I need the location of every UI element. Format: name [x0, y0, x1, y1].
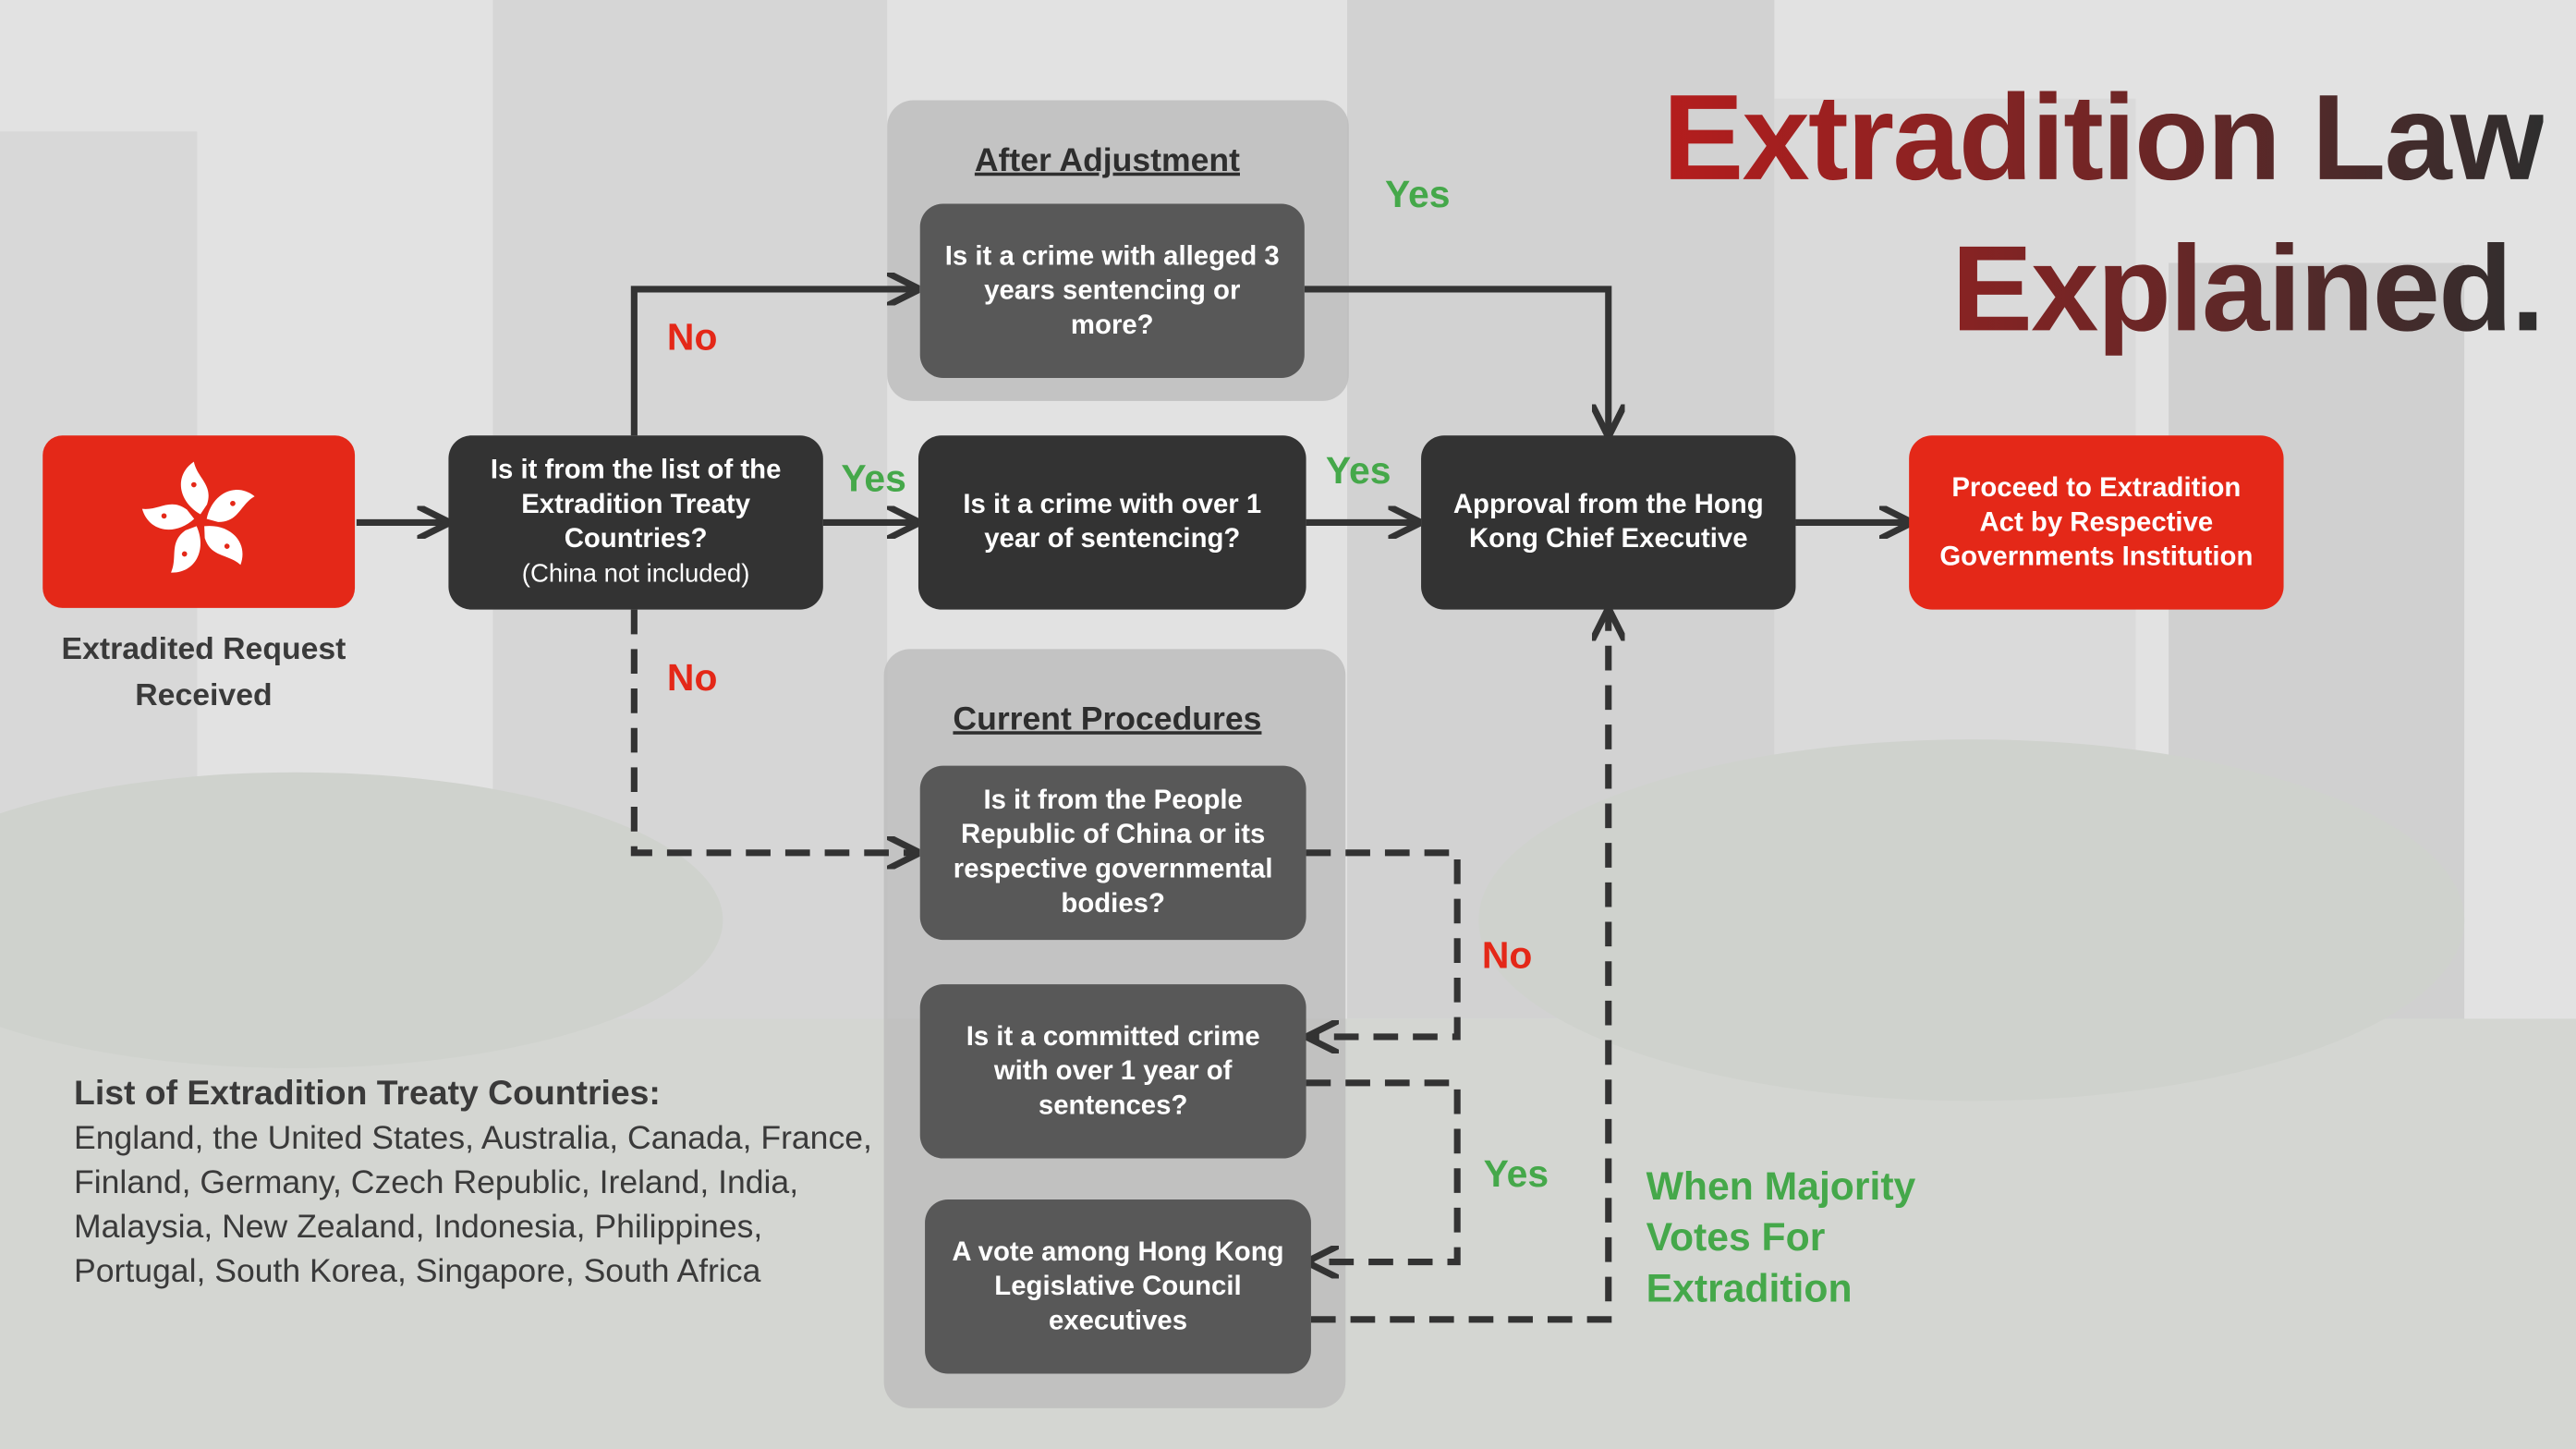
arrow-treaty-to-alleged [630, 289, 913, 436]
page-title: Extradition Law Explained. [1663, 63, 2546, 365]
arrow-vote-to-approval [1310, 615, 1609, 1323]
arrow-alleged-to-approval [1304, 286, 1609, 431]
label-no-prc: No [1481, 932, 1533, 977]
label-yes-approval: Yes [1325, 448, 1391, 492]
prc-question-box: Is it from the People Republic of China … [919, 765, 1306, 941]
label-yes-treaty: Yes [841, 457, 906, 500]
hong-kong-flag [43, 435, 356, 608]
label-no-top: No [666, 315, 718, 359]
treaty-question-note: (China not included) [521, 560, 750, 589]
start-caption: Extradited Request Received [61, 632, 346, 713]
over-year-question-box: Is it a crime with over 1 year of senten… [917, 435, 1306, 610]
label-yes-top: Yes [1384, 172, 1451, 215]
page-title-line-1: Extradition Law [1663, 63, 2546, 214]
treaty-countries-heading: List of Extradition Treaty Countries: [74, 1074, 661, 1113]
alleged-crime-question-box: Is it a crime with alleged 3 years sente… [919, 203, 1305, 378]
legislative-vote-box: A vote among Hong Kong Legislative Counc… [925, 1199, 1311, 1374]
treaty-countries-text: England, the United States, Australia, C… [74, 1120, 872, 1290]
committed-crime-question-box: Is it a committed crime with over 1 year… [919, 984, 1306, 1159]
approval-box: Approval from the Hong Kong Chief Execut… [1421, 435, 1796, 610]
treaty-question-text: Is it from the list of the Extradition T… [490, 455, 782, 554]
page-title-line-2: Explained. [1663, 213, 2545, 365]
bauhinia-flag-icon [141, 461, 255, 573]
current-procedures-title: Current Procedures [953, 701, 1262, 738]
after-adjustment-title: After Adjustment [974, 142, 1240, 179]
label-no-bottom: No [666, 655, 718, 699]
arrow-treaty-to-prc [630, 609, 913, 853]
label-yes-committed: Yes [1483, 1151, 1549, 1195]
proceed-extradition-box: Proceed to Extradition Act by Respective… [1909, 435, 2284, 610]
arrow-committed-to-vote [1306, 1079, 1461, 1262]
arrow-prc-to-committed [1306, 849, 1461, 1037]
treaty-question-box: Is it from the list of the Extradition T… [448, 435, 823, 610]
treaty-countries-list: List of Extradition Treaty Countries: En… [74, 1071, 895, 1295]
majority-votes-label: When Majority Votes For Extradition [1646, 1164, 1916, 1311]
